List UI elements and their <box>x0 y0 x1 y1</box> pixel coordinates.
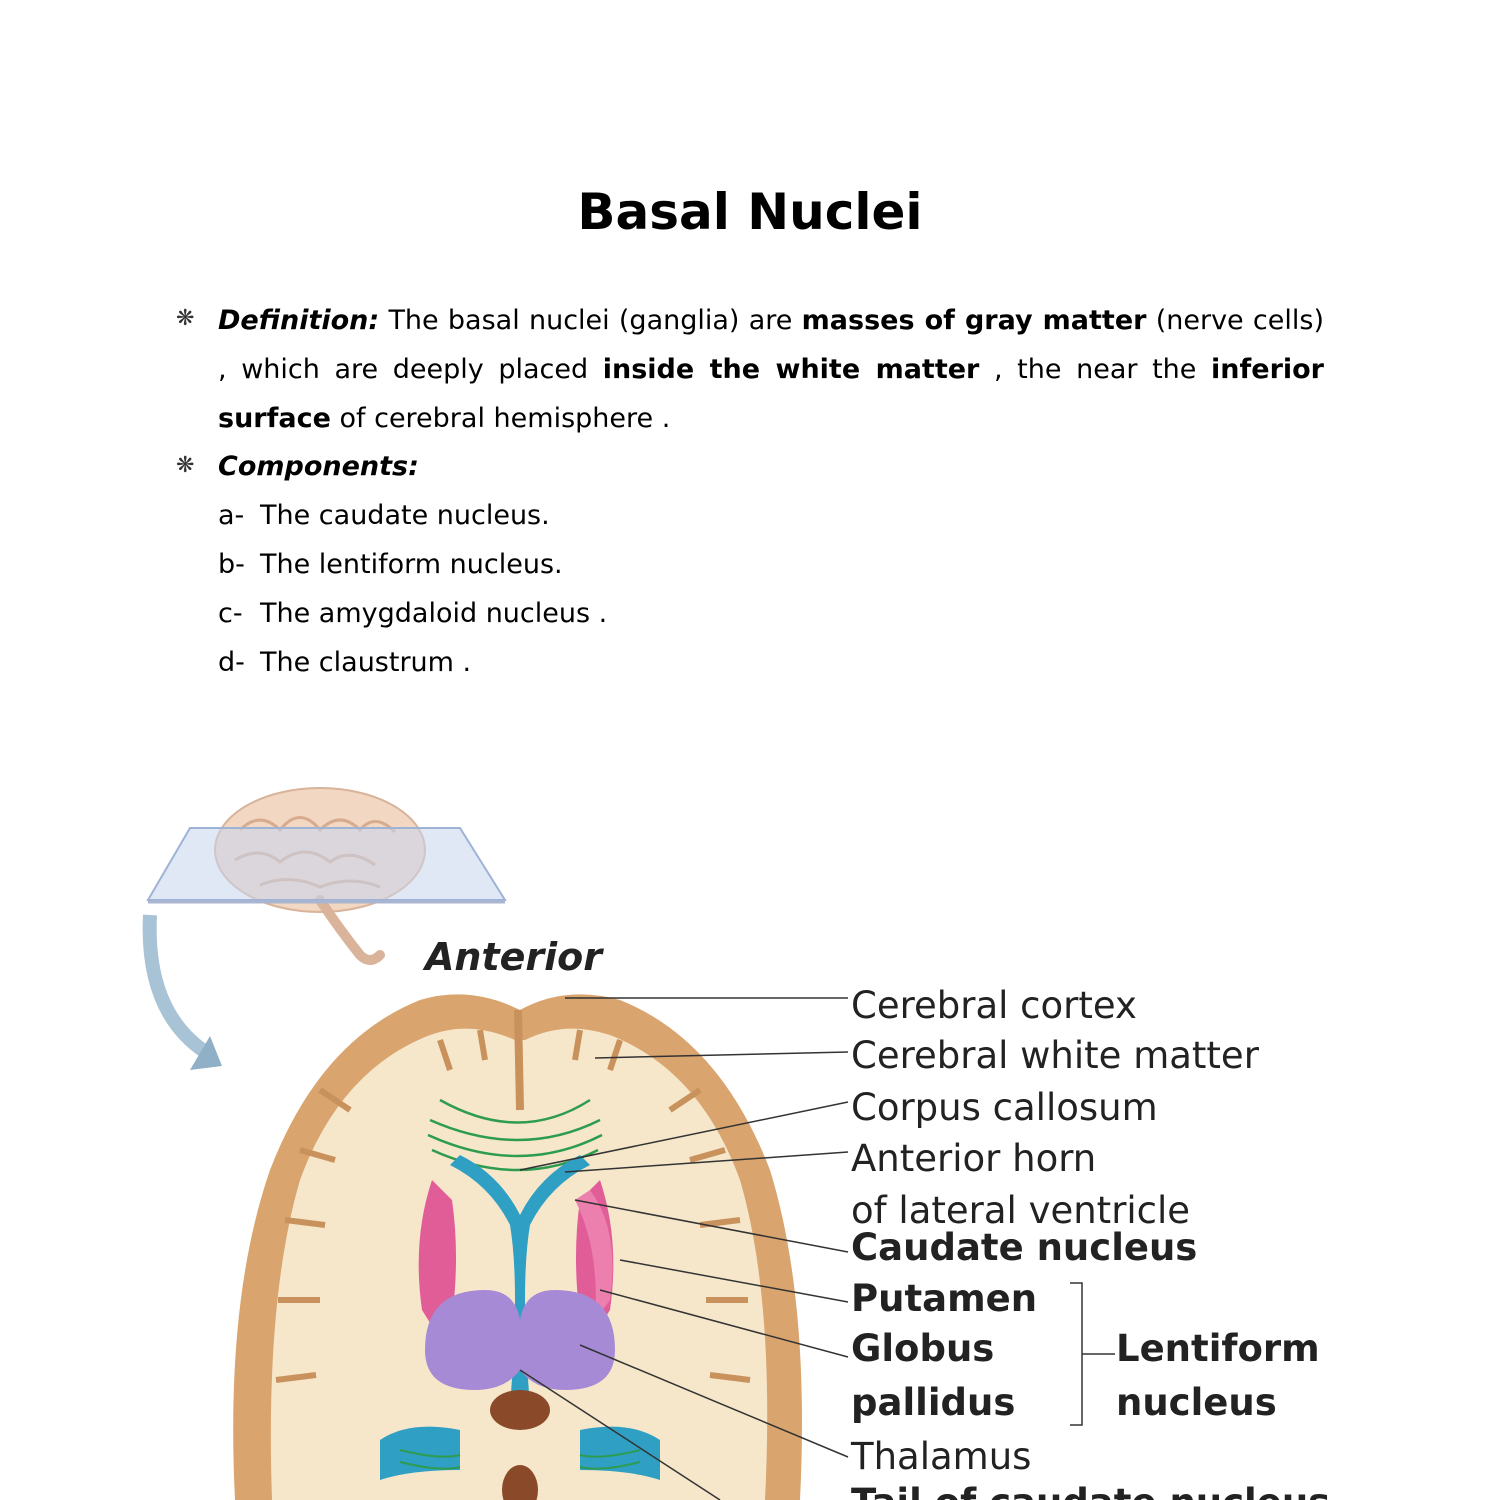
label-lentiform-nucleus: nucleus <box>1116 1381 1277 1424</box>
definition-text: The basal nuclei (ganglia) are <box>379 305 802 336</box>
corpus-callosum-shape <box>427 1098 603 1172</box>
brain-horizontal-section <box>233 994 802 1500</box>
label-tail-caudate: Tail of caudate nucleus <box>851 1481 1330 1500</box>
label-anterior-horn: Anterior horn <box>851 1137 1096 1180</box>
definition-paragraph: Definition: The basal nuclei (ganglia) a… <box>218 296 1324 443</box>
label-lentiform: Lentiform <box>1116 1327 1320 1370</box>
label-cerebral-white-matter: Cerebral white matter <box>851 1034 1260 1077</box>
brain-diagram: Anterior Cerebral cortex Cerebral white <box>142 787 1330 1500</box>
label-globus: Globus <box>851 1327 994 1370</box>
label-thalamus: Thalamus <box>850 1435 1031 1478</box>
definition-text: (nerve cells) , which are deeply placed <box>218 305 1324 385</box>
bullet-icon: ❋ <box>176 453 195 478</box>
lateral-ventricle-shape <box>450 1155 590 1405</box>
list-item: c-The amygdaloid nucleus . <box>218 598 608 629</box>
list-item: d-The claustrum . <box>218 647 472 678</box>
brain-section-figure: Anterior Cerebral cortex Cerebral white <box>0 760 1500 1500</box>
structure-labels: Cerebral cortex Cerebral white matter Co… <box>850 984 1330 1500</box>
leader-lines <box>519 997 1115 1500</box>
label-lateral-ventricle: of lateral ventricle <box>851 1189 1190 1232</box>
definition-text: of cerebral hemisphere . <box>330 403 671 434</box>
list-item: b-The lentiform nucleus. <box>218 549 563 580</box>
definition-bold-inferior-surface: inferior surface <box>218 354 1325 434</box>
bullet-icon: ❋ <box>176 306 195 331</box>
arrowhead-icon <box>190 1036 222 1070</box>
page-title: Basal Nuclei <box>577 183 923 241</box>
label-cerebral-cortex: Cerebral cortex <box>851 984 1137 1027</box>
small-brain-illustration <box>146 787 507 965</box>
thalamus-shape <box>425 1290 615 1390</box>
definition-heading: Definition: <box>218 305 380 336</box>
arrow-icon <box>142 914 214 1061</box>
label-corpus-callosum: Corpus callosum <box>851 1086 1158 1129</box>
label-putamen: Putamen <box>851 1277 1037 1320</box>
components-heading: Components: <box>218 451 419 482</box>
definition-bold-white-matter: inside the white matter <box>602 354 980 385</box>
label-caudate-nucleus: Caudate nucleus <box>851 1226 1197 1269</box>
anterior-label: Anterior <box>422 935 604 979</box>
definition-bold-gray-matter: masses of gray matter <box>801 305 1147 336</box>
definition-text: , the near the <box>979 354 1212 385</box>
label-pallidus: pallidus <box>851 1381 1015 1424</box>
list-item: a-The caudate nucleus. <box>218 500 550 531</box>
